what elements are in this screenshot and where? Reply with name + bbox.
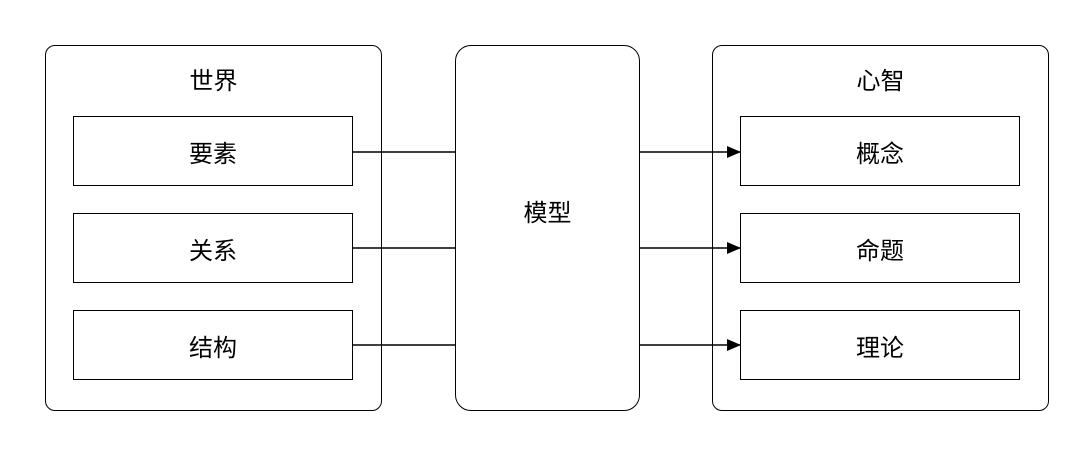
model-box: 模型 [455, 45, 640, 411]
mind-item-theory: 理论 [740, 310, 1020, 380]
mind-item-proposition: 命题 [740, 213, 1020, 283]
model-label: 模型 [523, 198, 572, 227]
world-item-structure: 结构 [73, 310, 353, 380]
mind-item-concept: 概念 [740, 116, 1020, 186]
world-item-elements: 要素 [73, 116, 353, 186]
world-item-relations: 关系 [73, 213, 353, 283]
world-title: 世界 [189, 67, 238, 95]
mind-title: 心智 [856, 67, 905, 95]
